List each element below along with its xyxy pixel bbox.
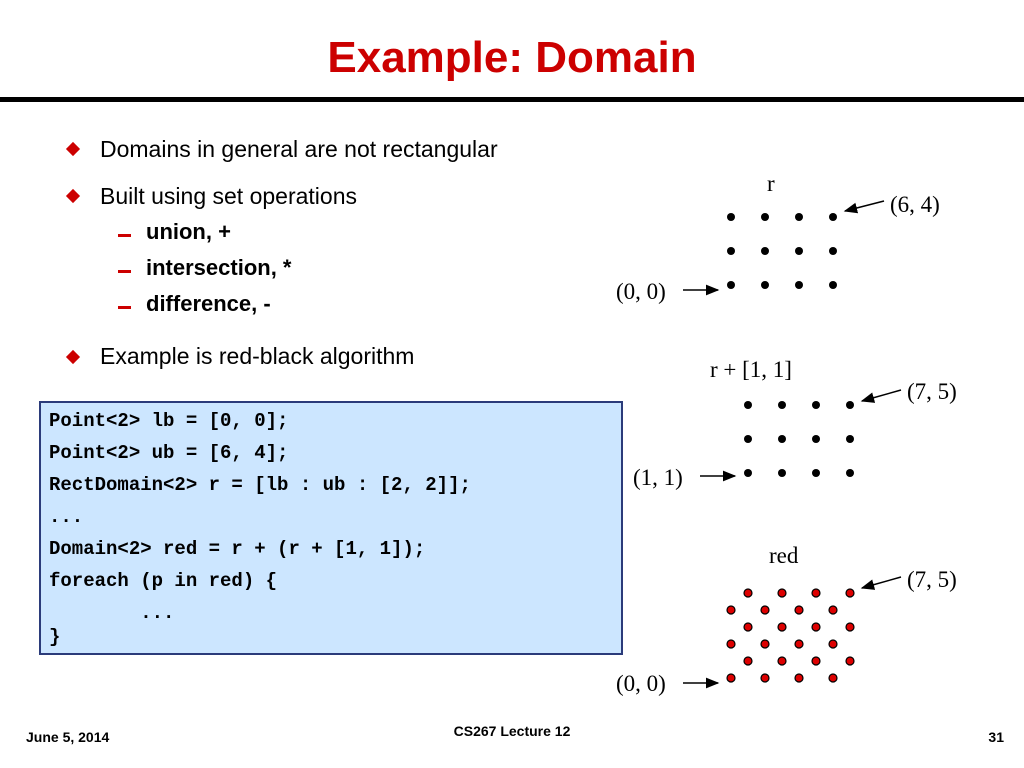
domain-point [727, 213, 735, 221]
sub-bullet-dash-icon [118, 234, 131, 237]
diagram-r-top-right-coord: (6, 4) [890, 192, 940, 217]
bullet-1: Domains in general are not rectangular [100, 136, 498, 162]
domain-point [744, 401, 752, 409]
domain-point [727, 247, 735, 255]
arrow-r-top-right [843, 200, 885, 214]
domain-point [727, 281, 735, 289]
diagram-r-shift-points [744, 401, 854, 477]
domain-point-red [743, 588, 753, 598]
bullet-2: Built using set operations [100, 183, 357, 209]
code-line: Point<2> ub = [6, 4]; [49, 442, 289, 464]
domain-point [846, 469, 854, 477]
domain-point-red [726, 673, 736, 683]
domain-point-red [726, 605, 736, 615]
bullet-3: Example is red-black algorithm [100, 343, 415, 369]
domain-point [846, 435, 854, 443]
domain-point [778, 435, 786, 443]
domain-point-red [794, 673, 804, 683]
diagram-r-bottom-left-coord: (0, 0) [616, 279, 666, 304]
domain-point-red [845, 622, 855, 632]
domain-point [761, 281, 769, 289]
domain-point-red [760, 605, 770, 615]
domain-point-red [811, 588, 821, 598]
code-block: Point<2> lb = [0, 0]; Point<2> ub = [6, … [39, 401, 623, 655]
domain-point-red [794, 639, 804, 649]
domain-point [761, 213, 769, 221]
code-line: Point<2> lb = [0, 0]; [49, 410, 289, 432]
domain-point [761, 247, 769, 255]
domain-point-red [743, 622, 753, 632]
sub-bullet-1: union, + [146, 219, 231, 244]
domain-point-red [845, 588, 855, 598]
diagram-red-label: red [769, 543, 799, 568]
sub-bullet-2: intersection, * [146, 255, 292, 280]
code-line: ... [49, 602, 175, 624]
domain-point-red [828, 673, 838, 683]
code-line: } [49, 626, 61, 648]
slide-title: Example: Domain [327, 33, 697, 82]
code-line: ... [49, 506, 84, 528]
domain-point [795, 213, 803, 221]
domain-point-red [760, 639, 770, 649]
domain-point-red [777, 656, 787, 666]
domain-point [795, 247, 803, 255]
domain-point [812, 401, 820, 409]
diagram-red-top-right-coord: (7, 5) [907, 567, 957, 592]
diagram-red-bottom-left-coord: (0, 0) [616, 671, 666, 696]
footer-page-number: 31 [988, 729, 1004, 745]
domain-point-red [777, 622, 787, 632]
domain-point [846, 401, 854, 409]
domain-point-red [811, 622, 821, 632]
diagram-r-shift-label: r + [1, 1] [710, 357, 792, 382]
diagram-r-label: r [767, 171, 775, 196]
code-line: RectDomain<2> r = [lb : ub : [2, 2]]; [49, 474, 471, 496]
code-line: Domain<2> red = r + (r + [1, 1]); [49, 538, 426, 560]
domain-point [829, 213, 837, 221]
sub-bullet-dash-icon [118, 306, 131, 309]
sub-bullet-3: difference, - [146, 291, 271, 316]
domain-point-red [760, 673, 770, 683]
arrow-r-shift-top-right [860, 389, 902, 403]
domain-point-red [726, 639, 736, 649]
arrow-red-top-right [860, 576, 902, 590]
footer-date: June 5, 2014 [26, 729, 110, 745]
diagram-r-shift-bottom-left-coord: (1, 1) [633, 465, 683, 490]
domain-point-red [743, 656, 753, 666]
domain-point [744, 469, 752, 477]
diagram-r-points [727, 213, 837, 289]
domain-point [829, 247, 837, 255]
domain-point [829, 281, 837, 289]
domain-point-red [845, 656, 855, 666]
diagram-r-shift-top-right-coord: (7, 5) [907, 379, 957, 404]
title-divider [0, 97, 1024, 102]
domain-point [812, 435, 820, 443]
domain-point-red [794, 605, 804, 615]
sub-bullet-dash-icon [118, 270, 131, 273]
domain-point-red [828, 605, 838, 615]
domain-point [795, 281, 803, 289]
domain-point-red [811, 656, 821, 666]
domain-point [778, 401, 786, 409]
footer-course: CS267 Lecture 12 [453, 723, 571, 739]
domain-point-red [777, 588, 787, 598]
domain-point [778, 469, 786, 477]
domain-point [812, 469, 820, 477]
domain-point [744, 435, 752, 443]
code-line: foreach (p in red) { [49, 570, 278, 592]
domain-point-red [828, 639, 838, 649]
diagram-red-points [726, 588, 855, 683]
